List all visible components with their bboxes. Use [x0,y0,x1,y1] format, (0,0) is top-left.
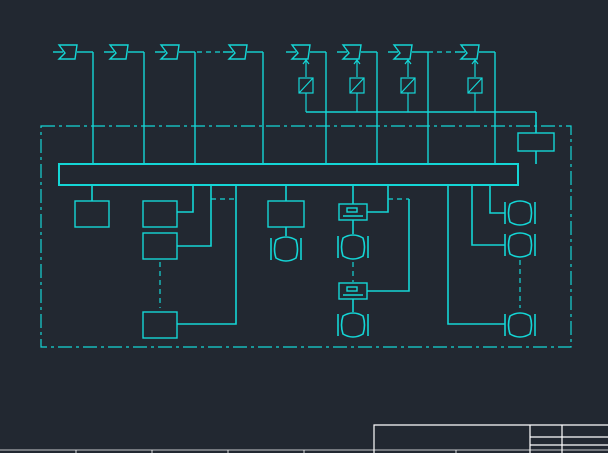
module-right [447,185,536,338]
converter-icon [467,59,483,112]
system-boundary [40,125,572,348]
sensor-icon [337,44,378,164]
title-block [373,424,608,453]
module-center-right [337,185,410,338]
sensor-icon [53,44,94,164]
field-device-icon [338,282,368,300]
sensor-icon [155,44,196,164]
valve-icon [504,200,536,226]
sensor-icon [104,44,145,164]
converter-icon [349,59,365,112]
sensor-group-right [286,44,536,164]
sensor-icon [388,44,429,164]
valve-icon [337,234,369,260]
converter-icon [400,59,416,112]
main-bus [58,163,519,186]
valve-icon [337,312,369,338]
valve-icon [270,236,302,262]
sensor-icon [286,44,327,164]
converter-icon [298,59,314,112]
sensor-group-left [53,44,264,164]
sensor-icon [223,44,264,164]
sensor-icon [455,44,496,164]
field-device-icon [338,203,368,221]
module-center [267,185,305,262]
module-cluster-left [74,185,237,339]
valve-icon [504,232,536,258]
valve-icon [504,312,536,338]
io-module [517,132,555,152]
